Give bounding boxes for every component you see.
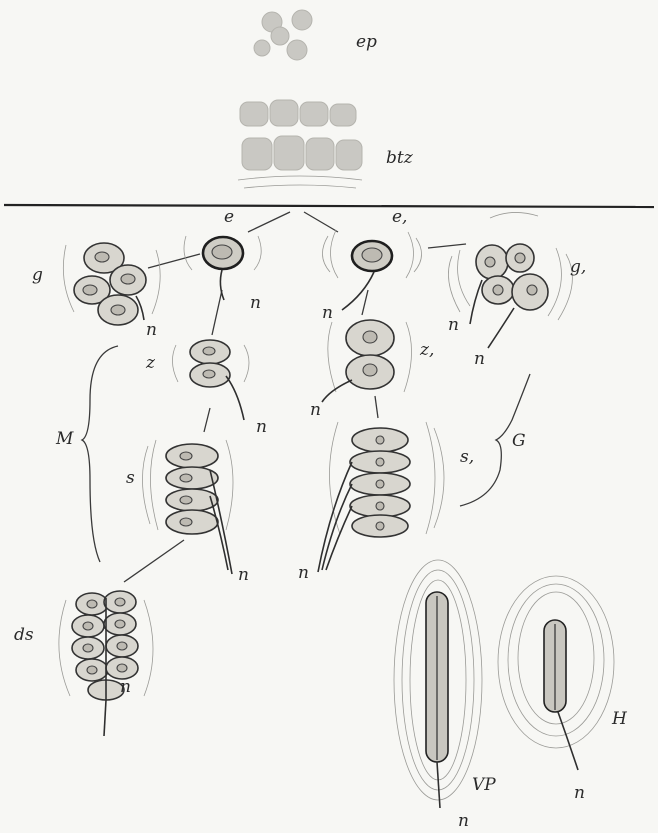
label-e: e — [224, 207, 234, 227]
label-n-g1a: n — [448, 315, 459, 335]
label-n-s: n — [238, 565, 249, 585]
label-n-ds: n — [120, 677, 131, 697]
label-z: z — [145, 353, 156, 373]
label-g: g — [32, 265, 43, 285]
btz-cell-row — [238, 100, 362, 188]
label-z1: z, — [419, 340, 434, 360]
label-G: G — [512, 431, 526, 451]
label-n-vp: n — [458, 811, 469, 831]
cell-group-g1 — [448, 212, 572, 348]
cell-e — [184, 236, 261, 300]
cell-e1 — [322, 230, 421, 310]
cell-group-g — [63, 243, 160, 325]
label-n-s1: n — [298, 563, 309, 583]
label-n-g: n — [146, 320, 157, 340]
label-ep: ep — [356, 32, 377, 52]
divider-line — [4, 205, 654, 207]
label-ds: ds — [14, 625, 34, 645]
cell-stack-s1 — [318, 422, 444, 572]
cell-pair-z — [172, 340, 249, 420]
label-n-h: n — [574, 783, 585, 803]
label-n-z1: n — [310, 400, 321, 420]
cell-cluster-ds — [59, 591, 153, 736]
label-s1: s, — [460, 447, 474, 467]
organ-h — [498, 576, 614, 770]
label-n-g1b: n — [474, 349, 485, 369]
cell-pair-z1 — [322, 320, 412, 402]
cell-stack-s — [142, 440, 233, 574]
label-n-e: n — [250, 293, 261, 313]
label-e1: e, — [392, 207, 407, 227]
ep-cell-cluster — [254, 10, 312, 60]
label-n-z: n — [256, 417, 267, 437]
label-n-e1: n — [322, 303, 333, 323]
label-s: s — [126, 468, 135, 488]
label-VP: VP — [472, 775, 496, 795]
label-g1: g, — [570, 257, 586, 277]
label-M: M — [55, 429, 74, 449]
label-H: H — [611, 709, 628, 729]
organ-vp — [394, 560, 482, 808]
label-btz: btz — [386, 148, 414, 168]
bracket-m — [82, 346, 118, 562]
